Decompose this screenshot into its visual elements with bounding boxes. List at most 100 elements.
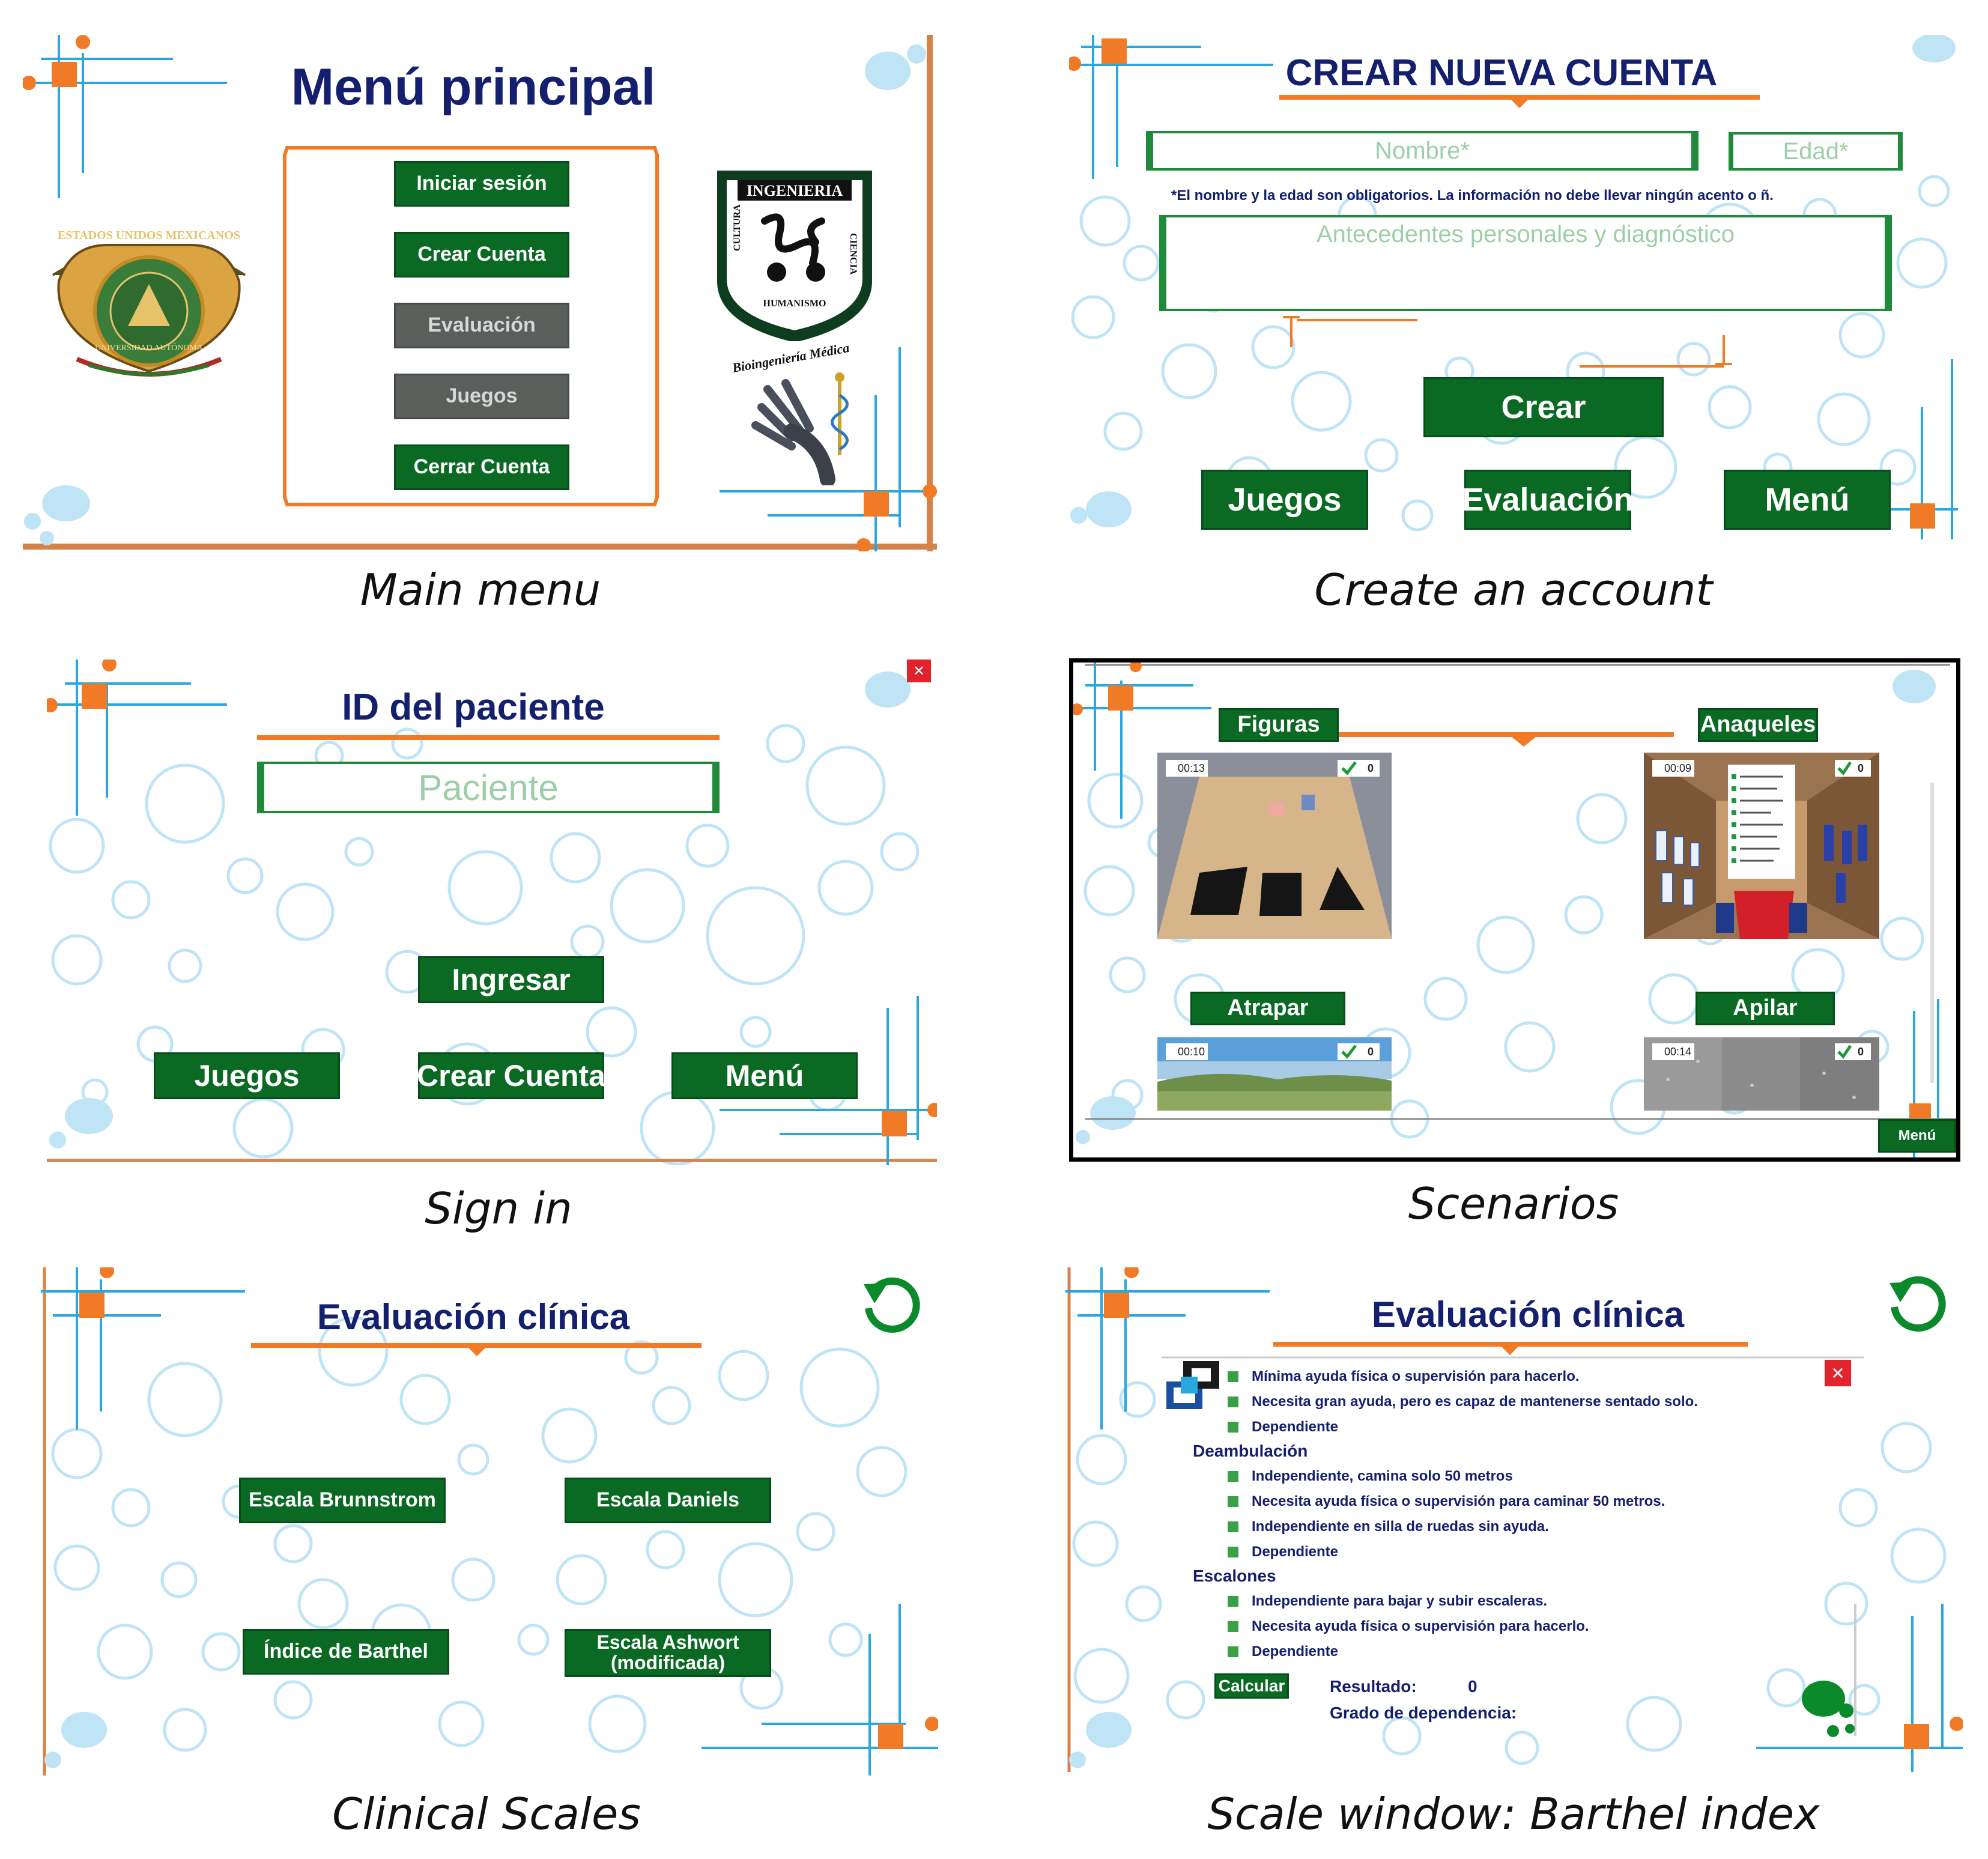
page-title: ID del paciente (342, 687, 605, 728)
panel-create-account: CREAR NUEVA CUENTA Nombre* Edad* *El nom… (1069, 35, 1958, 539)
caption-main-menu: Main menu (360, 565, 601, 615)
patient-id-field[interactable]: Paciente (257, 762, 720, 813)
caption-clinical-scales: Clinical Scales (332, 1789, 641, 1839)
title-underline-notch (1510, 99, 1529, 108)
result-label: Resultado: (1330, 1677, 1417, 1696)
games-button[interactable]: Juegos (154, 1052, 340, 1099)
refresh-icon[interactable] (858, 1272, 924, 1338)
option-radio[interactable] (1228, 1422, 1238, 1433)
patient-placeholder: Paciente (418, 767, 559, 808)
title-underline (1279, 95, 1760, 100)
figures-label: Figuras (1219, 708, 1339, 742)
dependency-label: Grado de dependencia: (1330, 1703, 1517, 1722)
brunnstrom-scale-button[interactable]: Escala Brunnstrom (239, 1478, 446, 1523)
games-button[interactable]: Juegos (1201, 470, 1368, 530)
robotic-hand-icon (751, 372, 849, 485)
panel-decor (47, 660, 937, 1165)
close-button[interactable]: ✕ (1825, 1360, 1851, 1386)
title-underline-notch (467, 1347, 486, 1356)
shield-right-text: CIENCIA (848, 233, 858, 275)
age-placeholder: Edad* (1783, 138, 1849, 165)
name-field[interactable]: Nombre* (1146, 131, 1699, 171)
section-label-deambulation: Deambulación (1193, 1442, 1308, 1460)
history-placeholder: Antecedentes personales y diagnóstico (1316, 221, 1735, 247)
ashworth-label-line1: Escala Ashwort (596, 1631, 739, 1654)
ashworth-label-line2: (modificada) (610, 1652, 726, 1673)
stack-label: Apilar (1696, 992, 1835, 1025)
stairs-option-3[interactable]: Dependiente (1228, 1643, 1338, 1660)
title-underline (251, 1343, 702, 1348)
close-button[interactable]: ✕ (907, 660, 931, 682)
shelves-timer: 00:09 (1664, 762, 1692, 774)
refresh-icon[interactable] (1883, 1271, 1950, 1337)
catch-score: 0 (1368, 1046, 1374, 1058)
figures-timer: 00:13 (1178, 762, 1205, 774)
stairs-option-2[interactable]: Necesita ayuda física o supervisión para… (1228, 1618, 1589, 1635)
panel-barthel-window: Evaluación clínica ✕ Mínima ayuda física… (1065, 1267, 1963, 1772)
option-radio[interactable] (1228, 1646, 1238, 1657)
figures-score: 0 (1368, 762, 1374, 774)
daniels-scale-button[interactable]: Escala Daniels (565, 1478, 771, 1523)
deambulation-option-1[interactable]: Independiente, camina solo 50 metros (1228, 1468, 1513, 1485)
login-button[interactable]: Iniciar sesión (394, 161, 569, 207)
shelves-score: 0 (1858, 762, 1864, 774)
close-account-button[interactable]: Cerrar Cuenta (394, 444, 569, 490)
history-field[interactable]: Antecedentes personales y diagnóstico (1159, 215, 1892, 311)
panel-clinical-scales: Evaluación clínica Escala Brunnstrom Esc… (41, 1267, 938, 1776)
create-account-button[interactable]: Crear Cuenta (417, 1052, 605, 1099)
option-radio[interactable] (1228, 1521, 1238, 1532)
page-title: Evaluación clínica (317, 1297, 630, 1337)
required-fields-note: *El nombre y la edad son obligatorios. L… (1171, 187, 1774, 204)
top-option-1[interactable]: Mínima ayuda física o supervisión para h… (1228, 1368, 1580, 1385)
option-radio[interactable] (1228, 1621, 1238, 1632)
create-account-button[interactable]: Crear Cuenta (394, 232, 569, 277)
stack-timer: 00:14 (1664, 1046, 1692, 1058)
games-button[interactable]: Juegos (394, 374, 569, 419)
shield-banner-text: INGENIERIA (747, 182, 843, 199)
option-radio[interactable] (1228, 1496, 1238, 1507)
catch-scene-thumbnail[interactable]: 00:10 0 (1157, 1037, 1392, 1111)
page-title: CREAR NUEVA CUENTA (1285, 52, 1718, 94)
panel-decor (23, 35, 937, 551)
option-radio[interactable] (1228, 1397, 1238, 1407)
stairs-option-1[interactable]: Independiente para bajar y subir escaler… (1228, 1593, 1547, 1610)
deambulation-option-2[interactable]: Necesita ayuda física o supervisión para… (1228, 1493, 1665, 1510)
evaluation-button[interactable]: Evaluación (1462, 470, 1634, 530)
option-radio[interactable] (1228, 1471, 1238, 1482)
app-logo-icon (1166, 1361, 1219, 1409)
menu-button[interactable]: Menú (1724, 470, 1891, 530)
menu-button[interactable]: Menú (671, 1052, 858, 1099)
catch-timer: 00:10 (1178, 1046, 1205, 1058)
top-option-3[interactable]: Dependiente (1228, 1419, 1338, 1436)
page-title: Evaluación clínica (1371, 1294, 1685, 1335)
section-label-stairs: Escalones (1193, 1566, 1276, 1585)
shelves-scene-thumbnail[interactable]: 00:09 0 (1644, 753, 1879, 939)
evaluation-button[interactable]: Evaluación (394, 303, 569, 348)
barthel-index-button[interactable]: Índice de Barthel (243, 1629, 449, 1675)
panel-decor (41, 1267, 938, 1776)
seal-inner-text: UNIVERSIDAD AUTÓNOMA (95, 342, 204, 353)
figures-scene-thumbnail[interactable]: 00:13 0 (1157, 753, 1392, 939)
shelves-scene-image (1644, 753, 1879, 939)
option-radio[interactable] (1228, 1596, 1238, 1607)
caption-barthel-window: Scale window: Barthel index (1207, 1789, 1820, 1839)
option-radio[interactable] (1228, 1371, 1238, 1382)
enter-button[interactable]: Ingresar (418, 956, 604, 1003)
caption-create-account: Create an account (1314, 565, 1713, 615)
deambulation-option-3[interactable]: Independiente en silla de ruedas sin ayu… (1228, 1518, 1549, 1535)
ashworth-scale-button[interactable]: Escala Ashwort (modificada) (565, 1629, 771, 1677)
create-button[interactable]: Crear (1423, 377, 1664, 437)
result-value: 0 (1468, 1677, 1477, 1696)
university-seal-logo: ESTADOS UNIDOS MEXICANOS UNIVERSIDAD AUT… (52, 229, 246, 377)
catch-label: Atrapar (1190, 992, 1345, 1025)
top-option-2[interactable]: Necesita gran ayuda, pero es capaz de ma… (1228, 1393, 1698, 1410)
age-field[interactable]: Edad* (1729, 132, 1903, 171)
deambulation-option-4[interactable]: Dependiente (1228, 1544, 1338, 1560)
option-radio[interactable] (1228, 1547, 1238, 1557)
menu-button[interactable]: Menú (1878, 1119, 1956, 1153)
calculate-button[interactable]: Calcular (1214, 1673, 1289, 1699)
stack-scene-thumbnail[interactable]: 00:14 0 (1644, 1037, 1879, 1111)
panel-decor (1065, 1267, 1963, 1772)
title-underline (257, 735, 720, 740)
seal-arc-text: ESTADOS UNIDOS MEXICANOS (58, 229, 240, 242)
